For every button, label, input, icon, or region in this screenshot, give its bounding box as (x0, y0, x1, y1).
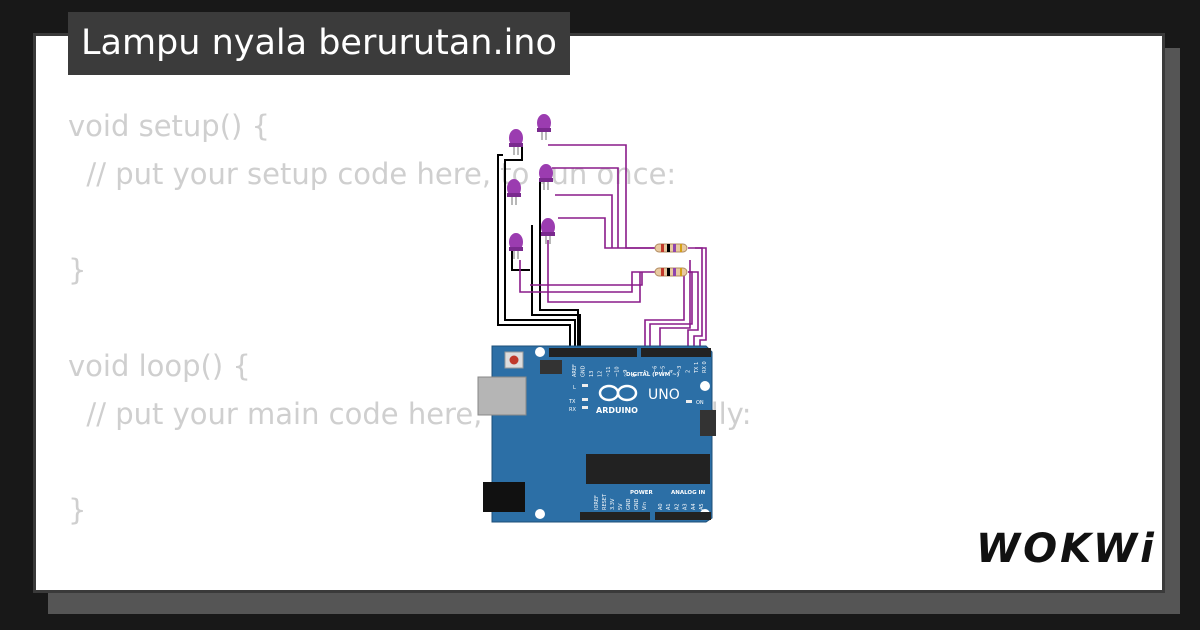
power-jack (483, 482, 525, 512)
pin-label: 4 (669, 370, 675, 373)
led-6 (509, 233, 523, 259)
pin-label: ~9 (623, 370, 629, 377)
pin-label: A1 (666, 503, 672, 510)
pin-label: GND (581, 365, 587, 377)
code-line: } (68, 493, 87, 527)
pin-label: ~10 (615, 366, 621, 377)
pin-label: A3 (683, 503, 689, 510)
code-line: void loop() { (68, 349, 251, 383)
led-label-l: L (573, 385, 576, 391)
resistor-2 (654, 267, 688, 277)
power-label: POWER (630, 490, 654, 496)
project-title: Lampu nyala berurutan.ino (68, 12, 570, 75)
pin-label: ~6 (652, 366, 658, 373)
led-1 (537, 114, 551, 140)
pin-label: A0 (658, 503, 664, 510)
on-label: ON (696, 400, 704, 406)
pin-label: Vin (642, 502, 648, 510)
board-brand: ARDUINO (596, 406, 638, 415)
led-label-rx: RX (569, 407, 576, 413)
pin-label: IOREF (594, 495, 600, 510)
led-4 (507, 179, 521, 205)
pin-label: ~11 (606, 366, 612, 377)
pin-label: RESET (602, 493, 608, 510)
led-5 (541, 218, 555, 244)
status-leds: L TX RX (568, 384, 692, 413)
microcontroller-chip (586, 454, 710, 484)
pin-label: AREF (572, 364, 578, 377)
wokwi-logo: WOKWi (976, 526, 1157, 572)
pin-label: A4 (691, 503, 697, 510)
resistor-1 (654, 243, 688, 253)
pin-label: 7 (644, 370, 650, 373)
pin-label: TX 1 (694, 362, 700, 374)
pin-label: GND (626, 498, 632, 510)
led-3 (539, 164, 553, 190)
pin-label: 8 (632, 374, 638, 377)
pin-label: 3.3V (610, 498, 616, 510)
pin-label: ~3 (677, 366, 683, 373)
usb-port (477, 376, 527, 416)
pin-label: 5V (618, 503, 624, 510)
purple-wires (519, 144, 707, 352)
pin-label: A2 (674, 503, 680, 510)
pin-label: 2 (686, 370, 692, 373)
pin-label: 12 (598, 371, 604, 377)
code-line: } (68, 253, 87, 287)
circuit-diagram: ARDUINO UNO DIGITAL (PWM ~) POWER ANALOG… (477, 114, 716, 523)
black-wires (497, 145, 581, 352)
pin-label: GND (634, 498, 640, 510)
analog-label: ANALOG IN (671, 490, 706, 496)
digital-label: DIGITAL (PWM ~) (626, 372, 680, 378)
board-model: UNO (648, 387, 680, 403)
led-label-tx: TX (568, 399, 576, 405)
code-line: // put your setup code here, to run once… (68, 157, 677, 191)
pin-label: A5 (699, 503, 705, 510)
pin-label: 13 (589, 371, 595, 377)
pin-label: ~5 (661, 366, 667, 373)
pin-label: RX 0 (702, 361, 708, 373)
code-line: void setup() { (68, 109, 270, 143)
led-2 (509, 129, 523, 155)
arduino-uno-board: ARDUINO UNO DIGITAL (PWM ~) POWER ANALOG… (477, 345, 716, 523)
